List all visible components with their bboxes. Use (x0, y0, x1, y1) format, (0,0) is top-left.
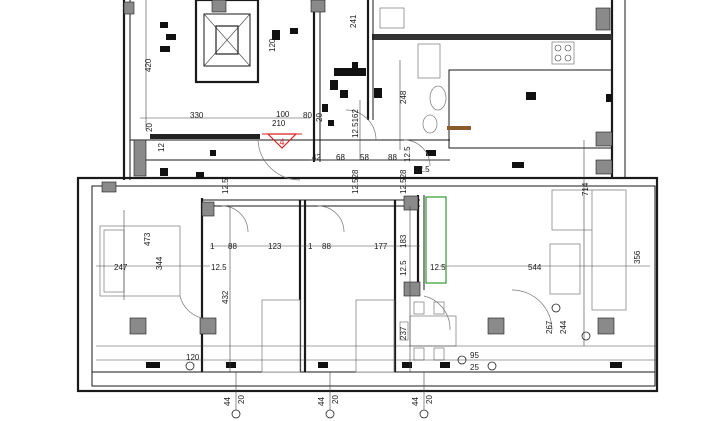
axis-bubble (487, 361, 497, 371)
dimension-label: 12.5 (414, 165, 430, 174)
dimension-label: 432 (221, 290, 230, 304)
column (595, 159, 613, 175)
dimension-label: 183 (399, 234, 408, 248)
section-marker: 4 (262, 133, 302, 149)
axis-bubble (231, 409, 241, 419)
dimension-labels: 241 420 120 330 100 210 20 80 20 12.5162… (114, 14, 642, 372)
dimension-label: 237 (399, 326, 408, 340)
dimension-label: 473 (143, 232, 152, 246)
axis-bubble (551, 303, 561, 313)
dimension-label: 100 (276, 110, 290, 119)
dimension-label: 344 (155, 256, 164, 270)
dimension-label: 12.5 (221, 178, 230, 194)
column (310, 0, 326, 13)
dimension-label: 12.5 (403, 146, 412, 162)
column (123, 1, 135, 15)
sofa-chaise (591, 189, 627, 311)
furniture (96, 7, 656, 373)
dimension-label: 20 (315, 113, 324, 122)
dimension-label: 330 (190, 111, 204, 120)
dimension-label: 12.528 (351, 169, 360, 194)
column (199, 317, 217, 335)
dimension-label: 25 (470, 363, 479, 372)
dimension-label: 241 (349, 14, 358, 28)
grid-axis-markers: 44 20 44 20 44 20 (185, 303, 591, 419)
dimension-label: 42 (312, 153, 321, 162)
axis-bubble (457, 355, 467, 365)
axis-label: 20 (331, 395, 340, 404)
dimension-label: 120 (186, 353, 200, 362)
column (101, 181, 117, 193)
dimension-label: 20 (145, 123, 154, 132)
column (129, 317, 147, 335)
dimension-label: 210 (272, 119, 286, 128)
toilet (429, 85, 447, 111)
dining-table (409, 315, 457, 347)
dimension-label: 248 (399, 90, 408, 104)
single-bed (261, 299, 301, 373)
dimension-label: 88 (388, 153, 397, 162)
dimension-label: 1 (308, 242, 313, 251)
doors (179, 109, 553, 331)
dimension-label: 1 (210, 242, 215, 251)
dimension-label: 244 (559, 320, 568, 334)
dimension-label: 12 (157, 143, 166, 152)
axis-label: 20 (237, 395, 246, 404)
dimension-label: 80 (303, 111, 312, 120)
dimension-label: 12.5 (430, 263, 446, 272)
dimension-label: 88 (228, 242, 237, 251)
column (133, 139, 147, 177)
dimension-label: 714 (581, 182, 590, 196)
dimension-label: 95 (470, 351, 479, 360)
axis-bubble (581, 331, 591, 341)
dimension-label: 58 (360, 153, 369, 162)
dimension-label: 68 (336, 153, 345, 162)
axis-bubble (419, 409, 429, 419)
dimension-label: 247 (114, 263, 128, 272)
column (403, 195, 419, 211)
dimension-label: 12.528 (399, 169, 408, 194)
single-bed (355, 299, 395, 373)
column (597, 317, 615, 335)
structural-columns (101, 0, 615, 335)
shower-tray (417, 43, 441, 79)
dimension-label: 12.5162 (351, 109, 360, 138)
dimension-label: 123 (268, 242, 282, 251)
cooktop (551, 41, 575, 65)
dimension-label: 356 (633, 250, 642, 264)
column (201, 201, 215, 217)
axis-bubble (325, 409, 335, 419)
axis-label: 44 (411, 397, 420, 406)
column (595, 131, 613, 147)
axis-label: 20 (425, 395, 434, 404)
dimension-label: 12.5 (399, 260, 408, 276)
dimension-label: 177 (374, 242, 388, 251)
column (403, 281, 421, 297)
sink (379, 7, 405, 29)
column (595, 7, 611, 31)
dimension-label: 267 (545, 320, 554, 334)
axis-bubble (185, 361, 195, 371)
column (487, 317, 505, 335)
column (211, 0, 227, 13)
axis-label: 44 (223, 397, 232, 406)
axis-label: 44 (317, 397, 326, 406)
dimension-label: 420 (144, 58, 153, 72)
dimension-label: 12.5 (211, 263, 227, 272)
wall-posts (100, 22, 622, 368)
dimension-label: 120 (268, 38, 277, 52)
bidet (422, 114, 438, 134)
dimension-lines (96, 0, 656, 372)
section-marker-label: 4 (279, 137, 284, 147)
dimension-label: 88 (322, 242, 331, 251)
dimension-label: 544 (528, 263, 542, 272)
armchair (549, 243, 581, 295)
